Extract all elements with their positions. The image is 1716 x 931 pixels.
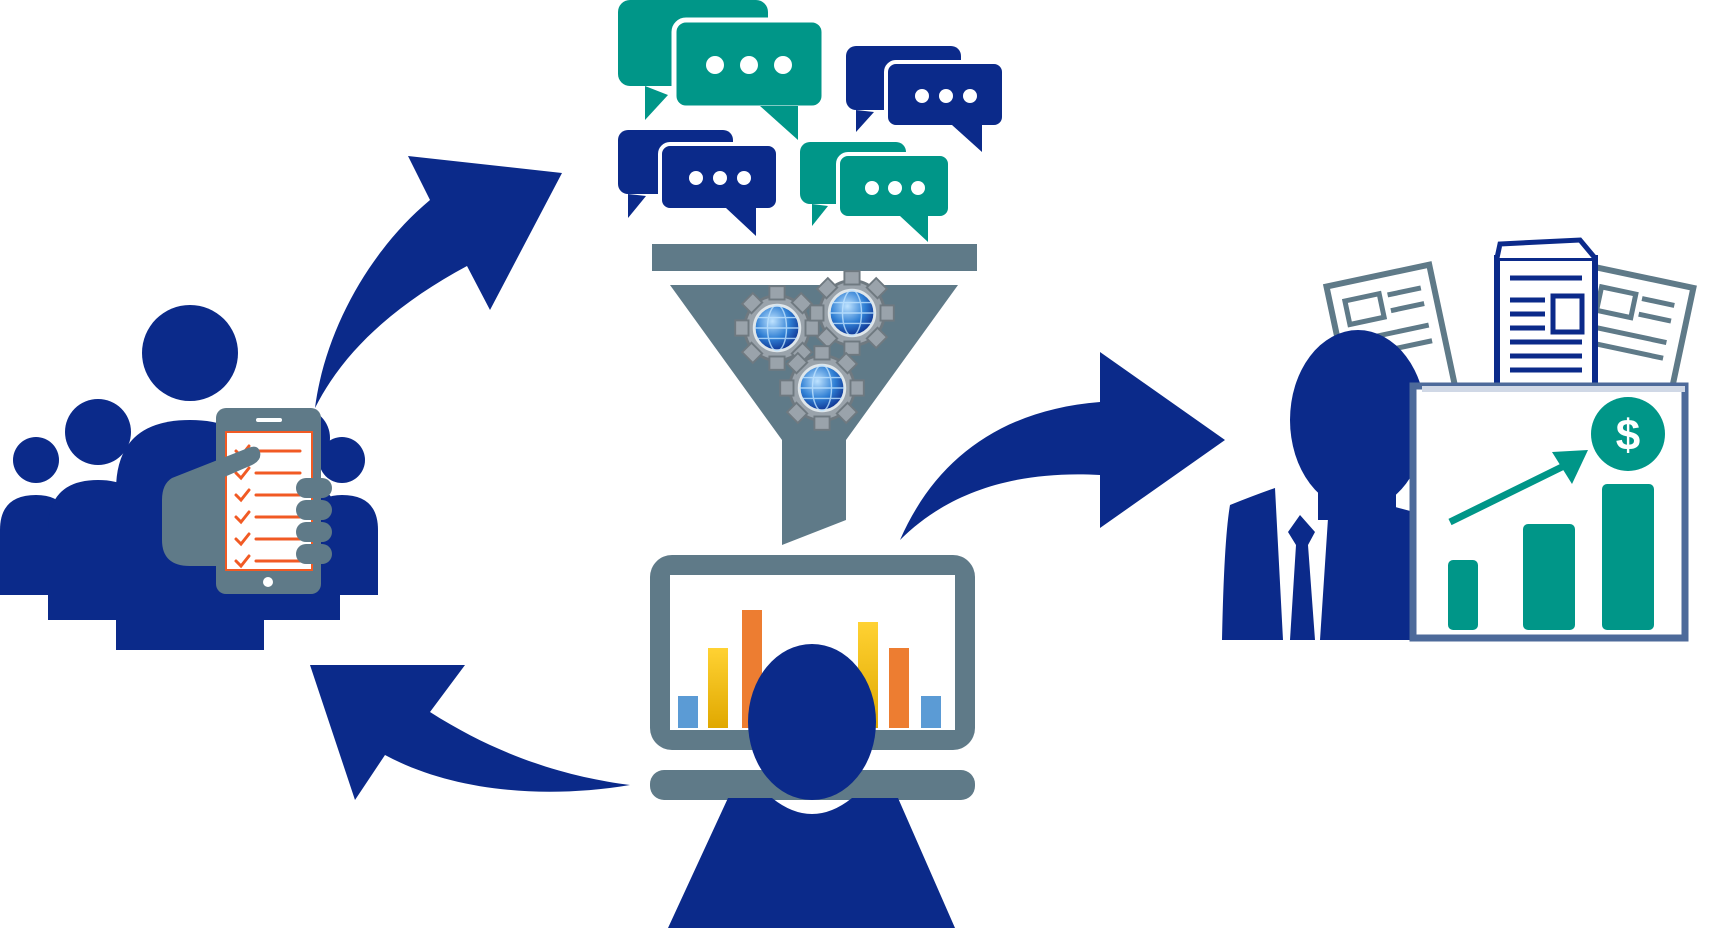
- chat-bubble: [846, 46, 1006, 152]
- chat-bubble: [618, 130, 780, 236]
- dollar-symbol: $: [1616, 411, 1640, 460]
- phone-survey-checklist-icon: [162, 408, 332, 594]
- arrow-people-to-feedback: [315, 156, 562, 408]
- chat-bubble: [618, 0, 827, 140]
- hand-icon: [162, 446, 261, 566]
- chat-bubble: [800, 142, 952, 242]
- analyst-at-monitor-icon: [650, 555, 975, 928]
- dollar-icon: $: [1591, 397, 1665, 471]
- cycle-arrow-icon: [310, 156, 1225, 800]
- arrow-analyst-to-business: [900, 352, 1225, 540]
- chat-bubbles-icon: [618, 0, 1006, 242]
- revenue-growth-chart-icon: $: [1409, 382, 1689, 642]
- arrow-analyst-to-people: [310, 665, 630, 800]
